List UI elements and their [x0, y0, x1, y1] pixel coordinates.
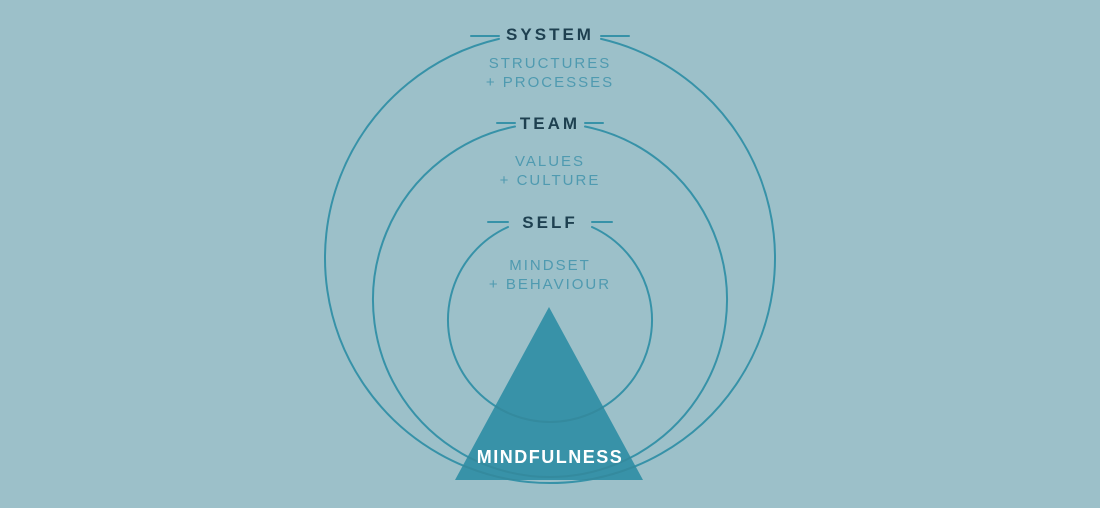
ring-sublabel-self: MINDSET + BEHAVIOUR	[488, 257, 612, 293]
ring-label-team: TEAM	[519, 114, 581, 133]
ring-sublabel-team: VALUES + CULTURE	[499, 153, 601, 189]
mindfulness-triangle	[455, 307, 643, 480]
ring-label-self: SELF	[522, 213, 578, 232]
ring-sublabel-system: STRUCTURES + PROCESSES	[485, 55, 615, 91]
triangle-overlay-arcs	[455, 307, 643, 480]
ring-label-system: SYSTEM	[506, 25, 594, 44]
triangle-label-mindfulness: MINDFULNESS	[476, 447, 624, 467]
ring-system-circle	[324, 37, 776, 484]
